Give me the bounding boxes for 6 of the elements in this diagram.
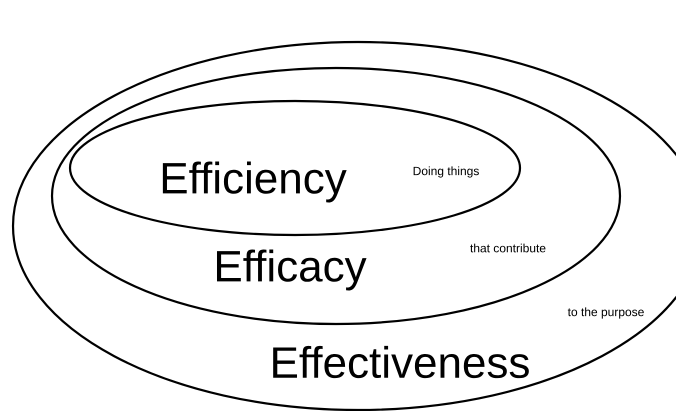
caption-text: to the purpose bbox=[568, 307, 644, 319]
ellipse-label: Efficacy bbox=[217, 249, 367, 290]
caption-text: that contribute bbox=[470, 244, 546, 252]
caption-text: Doing things bbox=[414, 166, 479, 178]
ellipse-label: Efficiency bbox=[162, 161, 347, 202]
ellipse-label: Effectiveness bbox=[273, 346, 529, 378]
